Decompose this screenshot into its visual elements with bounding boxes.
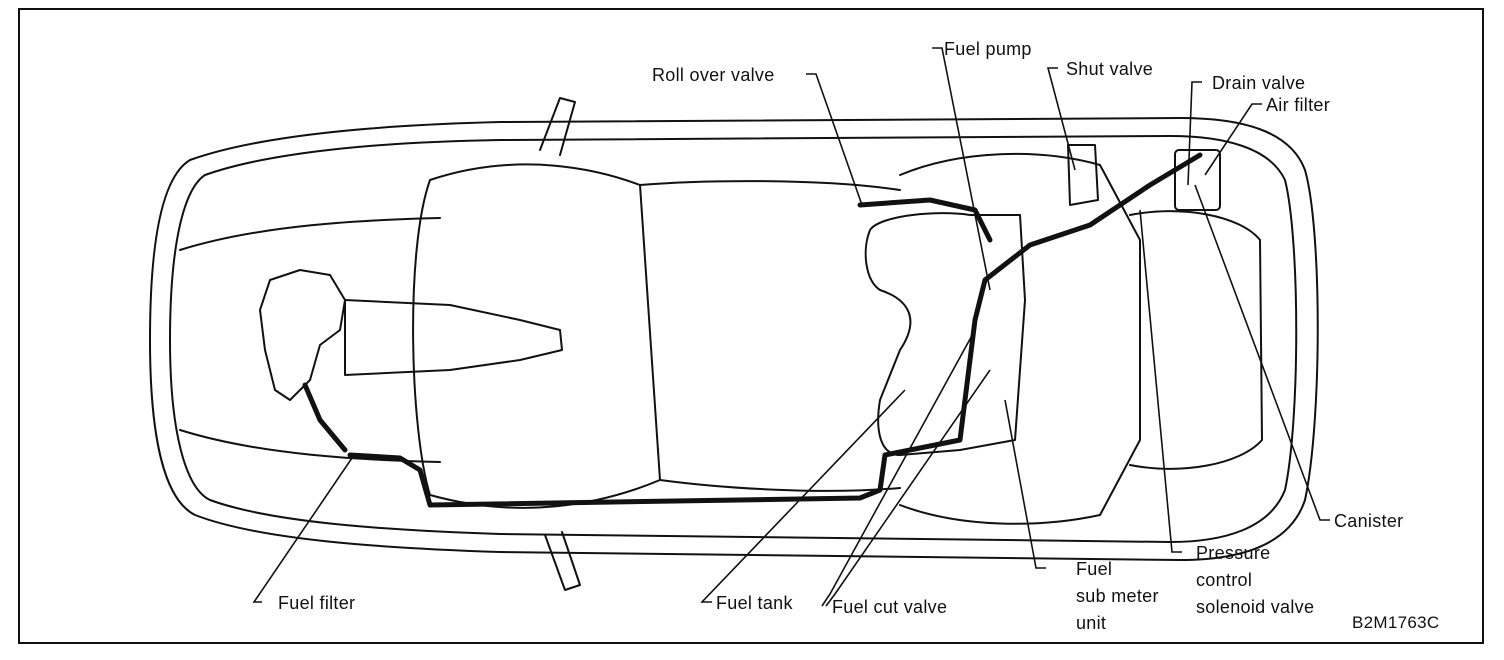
rear-window	[899, 152, 1141, 525]
engine-block	[259, 269, 346, 401]
label-pressure-control-solenoid-valve: Pressure control solenoid valve	[1196, 543, 1315, 617]
windshield	[412, 163, 661, 509]
leader-pressure-control	[1139, 209, 1182, 553]
label-air-filter: Air filter	[1266, 95, 1331, 115]
car-body-outline	[149, 117, 1319, 561]
leader-fuel-tank	[700, 389, 906, 603]
trunk-line	[1129, 210, 1263, 470]
leader-canister	[1194, 184, 1330, 521]
leader-drain-valve	[1187, 81, 1202, 186]
label-fuel-filter: Fuel filter	[278, 593, 356, 613]
leader-air-filter	[1204, 103, 1262, 176]
label-fuel-pump: Fuel pump	[944, 39, 1032, 59]
roof-outline	[639, 180, 901, 492]
shut-valve-body	[1067, 144, 1099, 206]
label-fuel-tank: Fuel tank	[716, 593, 793, 613]
label-canister: Canister	[1334, 511, 1404, 531]
figure-code: B2M1763C	[1352, 613, 1440, 632]
car-body-inner	[169, 135, 1298, 543]
label-fuel-cut-valve: Fuel cut valve	[832, 597, 948, 617]
leader-fuel-sub-meter	[1004, 399, 1046, 569]
diagram-frame	[18, 8, 1484, 644]
leader-shut-valve	[1046, 67, 1076, 171]
fuel-supply-line	[347, 152, 1203, 508]
fuel-line-front	[302, 382, 348, 453]
hood-line	[179, 217, 441, 463]
canister-body	[1174, 149, 1221, 211]
vapor-line	[857, 197, 993, 243]
leader-roll-over-valve	[806, 73, 863, 206]
mirror-top	[539, 97, 576, 156]
label-shut-valve: Shut valve	[1066, 59, 1154, 79]
mirror-bottom	[544, 531, 581, 591]
label-roll-over-valve: Roll over valve	[652, 65, 775, 85]
label-fuel-sub-meter-unit: Fuel sub meter unit	[1076, 559, 1159, 633]
leader-fuel-cut-valve-2	[825, 369, 991, 607]
fuel-tank	[864, 212, 1026, 456]
transmission	[344, 299, 563, 376]
leader-fuel-pump	[932, 47, 991, 291]
leader-fuel-cut-valve-1	[821, 329, 976, 607]
leader-fuel-filter	[252, 457, 353, 603]
label-drain-valve: Drain valve	[1212, 73, 1306, 93]
